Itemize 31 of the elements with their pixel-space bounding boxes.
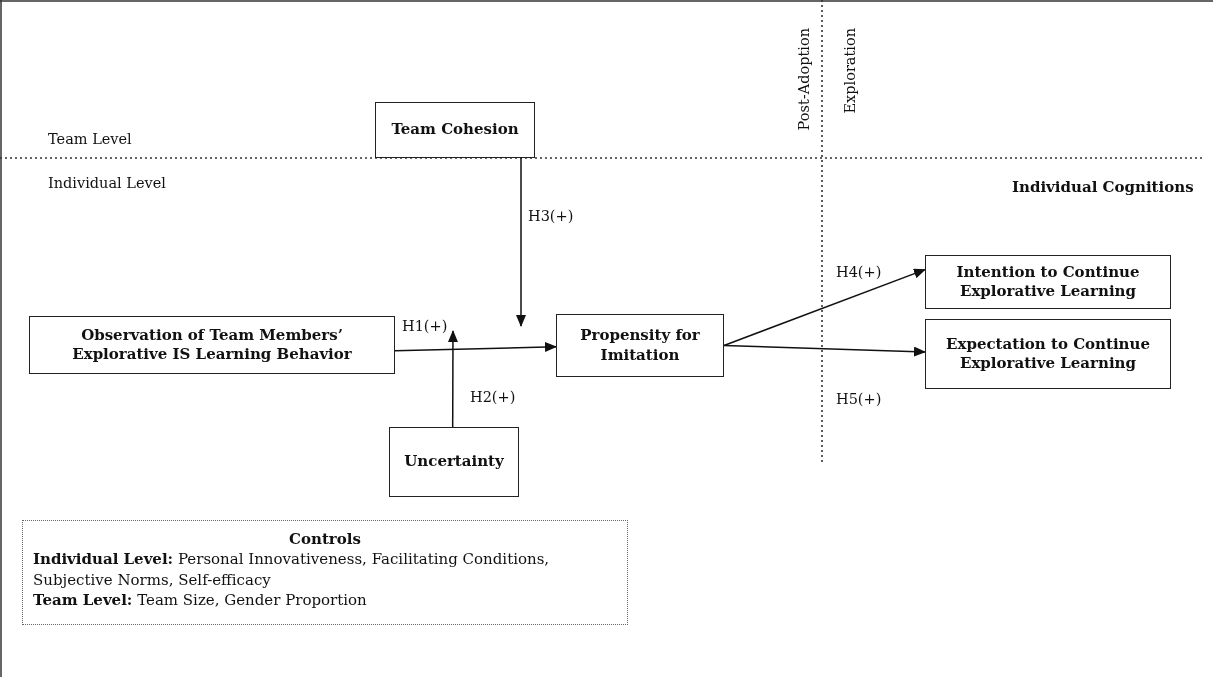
arrow	[516, 157, 526, 327]
phase-label: Exploration	[842, 28, 858, 114]
section-heading: Individual Cognitions	[1012, 178, 1194, 196]
phase-label: Post-Adoption	[796, 28, 812, 131]
controls-text: Team Level: Team Size, Gender Proportion	[33, 589, 368, 610]
box-heading: Controls	[288, 529, 362, 550]
construct-name: Expectation to Continue Explorative Learning	[945, 334, 1151, 374]
construct-box	[925, 255, 1171, 309]
arrow	[447, 330, 458, 428]
level-label: Individual Level	[48, 175, 166, 191]
edge-label: H3(+)	[526, 208, 576, 224]
arrow	[723, 268, 926, 347]
construct-name: Intention to Continue Explorative Learning	[955, 262, 1141, 302]
construct-name: Uncertainty	[404, 452, 504, 472]
edge-label: H1(+)	[400, 318, 450, 334]
controls-text: Individual Level: Personal Innovativeness, Facilitating Conditions, Subjective Norms, Self-efficacy	[33, 549, 551, 590]
construct-name: Team Cohesion	[391, 120, 519, 140]
level-label: Team Level	[48, 131, 132, 147]
construct-box	[375, 102, 535, 158]
arrow	[723, 344, 926, 357]
edge-label: H2(+)	[468, 389, 518, 405]
edge-label: H4(+)	[834, 264, 884, 280]
construct-box	[556, 314, 724, 377]
edge-label: H5(+)	[834, 391, 884, 407]
construct-box	[29, 316, 395, 374]
construct-name: Observation of Team Members’ Explorative IS Learning Behavior	[71, 325, 353, 365]
construct-name: Propensity for Imitation	[579, 326, 701, 365]
construct-box	[389, 427, 519, 497]
construct-box	[925, 319, 1171, 389]
controls-box	[22, 520, 628, 625]
arrow	[394, 342, 557, 353]
